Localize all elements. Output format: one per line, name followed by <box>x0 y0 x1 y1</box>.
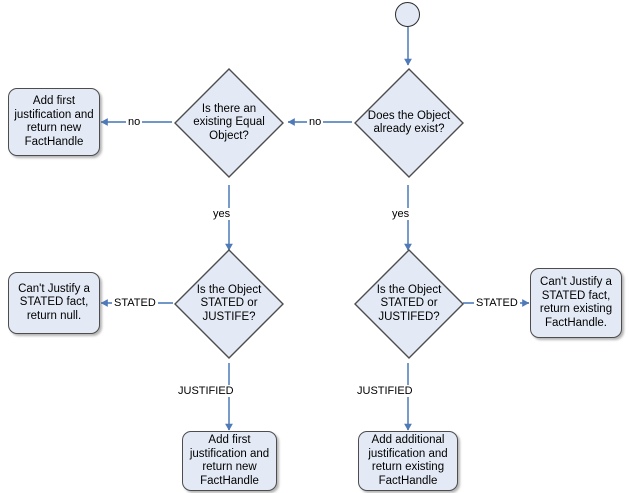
start-terminator[interactable] <box>395 2 420 27</box>
edge-label-justified-right: JUSTIFIED <box>355 385 415 397</box>
process-add-additional-justification-return-existing-facthandle[interactable]: Add additional justification and return … <box>358 431 458 491</box>
diamond-shape <box>354 249 464 359</box>
process-add-first-justification-return-new-facthandle-bottom[interactable]: Add first justification and return new F… <box>182 431 277 491</box>
edge-label-stated-right: STATED <box>474 297 520 309</box>
process-add-first-justification-return-new-facthandle-top[interactable]: Add first justification and return new F… <box>8 88 100 156</box>
edge-label-no-equal-to-addfirst: no <box>126 116 143 128</box>
decision-label: Is the Object STATED or JUSTIFED? <box>376 283 442 323</box>
process-cant-justify-stated-fact-return-null[interactable]: Can't Justify a STATED fact, return null… <box>8 272 100 334</box>
decision-label: Is there an existing Equal Object? <box>193 102 265 142</box>
decision-does-object-already-exist[interactable]: Does the Object already exist? <box>353 67 465 179</box>
decision-is-there-existing-equal-object[interactable]: Is there an existing Equal Object? <box>173 67 285 179</box>
decision-label: Is the Object STATED or JUSTIFE? <box>196 283 262 323</box>
diamond-shape <box>174 249 284 359</box>
edge-label-yes-exists-down: yes <box>390 208 412 220</box>
decision-is-object-stated-or-justifed[interactable]: Is the Object STATED or JUSTIFED? <box>353 248 465 360</box>
decision-is-object-stated-or-justife[interactable]: Is the Object STATED or JUSTIFE? <box>173 248 285 360</box>
edge-label-yes-equal-down: yes <box>211 208 233 220</box>
decision-label: Does the Object already exist? <box>367 109 451 136</box>
edge-label-justified-left: JUSTIFIED <box>176 385 236 397</box>
process-cant-justify-stated-fact-return-existing-facthandle[interactable]: Can't Justify a STATED fact, return exis… <box>530 268 622 338</box>
edge-label-no-exists-to-equal: no <box>307 116 324 128</box>
diamond-shape <box>174 68 284 178</box>
edge-label-stated-left: STATED <box>112 297 158 309</box>
diamond-shape <box>354 68 464 178</box>
